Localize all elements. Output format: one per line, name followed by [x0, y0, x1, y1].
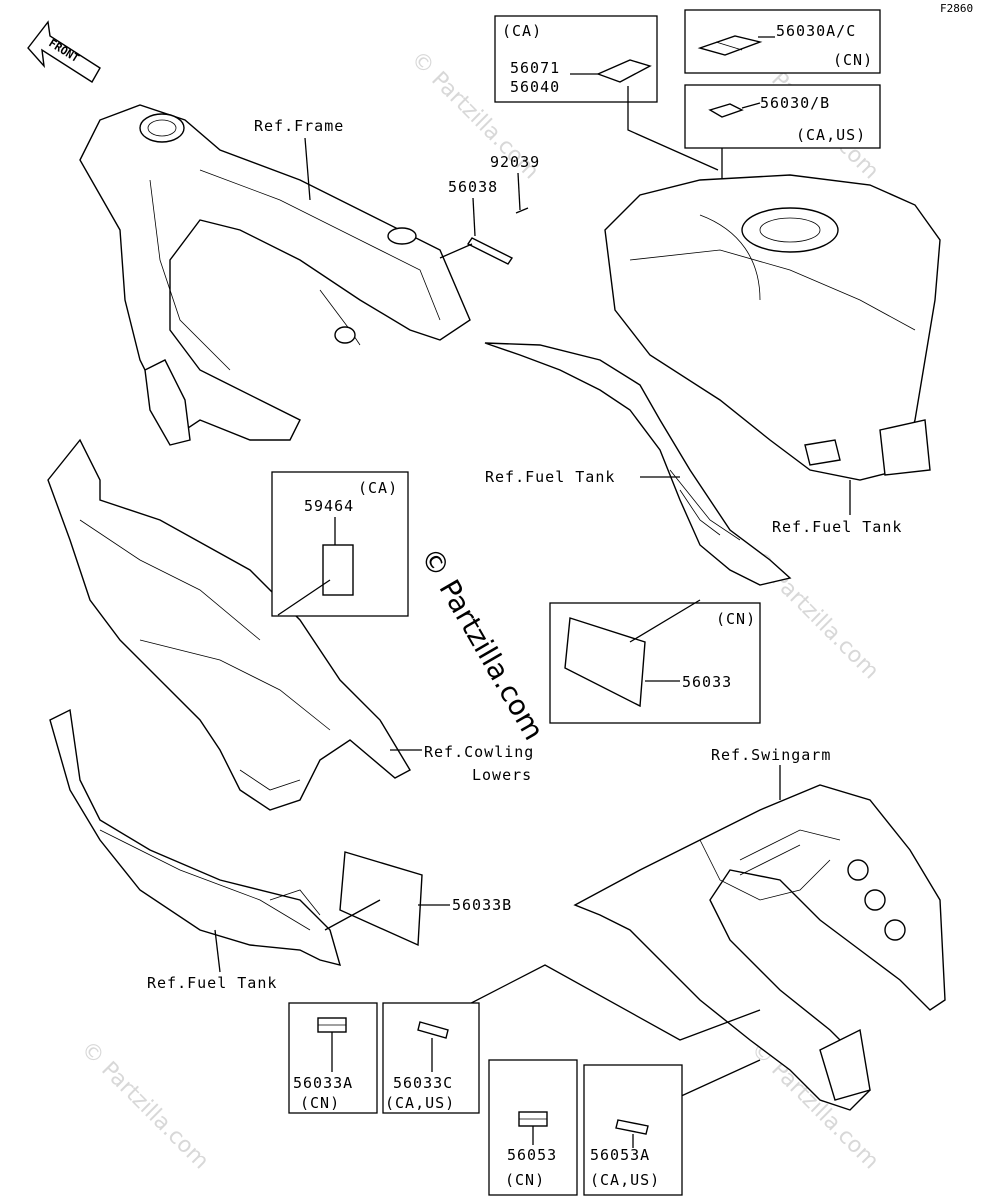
ref-fuel-tank-mid: Ref.Fuel Tank — [485, 468, 615, 486]
part-56033c-label: 56033C — [393, 1074, 453, 1092]
front-arrow-icon: FRONT — [27, 20, 101, 83]
part-59464-label: 59464 — [304, 497, 354, 515]
part-56033a-label: 56033A — [293, 1074, 353, 1092]
sticker-icon — [339, 851, 423, 947]
sticker-icon — [322, 544, 354, 596]
center-watermark: © Partzilla.com — [414, 542, 551, 746]
fuel-tank-drawing — [604, 174, 941, 481]
region-ca-59464: (CA) — [358, 479, 398, 497]
sticker-icon — [708, 103, 744, 118]
part-56053a-label: 56053A — [590, 1146, 650, 1164]
cowling-drawing — [47, 438, 411, 811]
part-56030ac-label: 56030A/C — [776, 22, 856, 40]
region-cn-56033: (CN) — [716, 610, 756, 628]
tank-side-cover-drawing — [484, 342, 792, 586]
label-box-ca-us-top: 56030/B (CA,US) — [684, 84, 881, 149]
label-box-56033a: 56033A (CN) — [288, 1002, 378, 1114]
part-92039-label: 92039 — [490, 153, 540, 171]
label-box-cn-56033: (CN) 56033 — [549, 602, 761, 724]
part-56033-label: 56033 — [682, 673, 732, 691]
swingarm-drawing — [573, 784, 946, 1111]
region-ca-us-56033c: (CA,US) — [385, 1094, 455, 1112]
part-56033b-label: 56033B — [452, 896, 512, 914]
sticker-icon — [596, 59, 652, 83]
part-56040-label: 56040 — [510, 78, 560, 96]
label-box-56033c: 56033C (CA,US) — [382, 1002, 480, 1114]
region-cn-56053: (CN) — [505, 1171, 545, 1189]
sticker-56033b — [339, 851, 423, 947]
region-ca-top: (CA) — [502, 22, 542, 40]
region-cn-top: (CN) — [833, 51, 873, 69]
ref-frame-label: Ref.Frame — [254, 117, 344, 135]
region-ca-us-top: (CA,US) — [796, 126, 866, 144]
sticker-icon — [697, 35, 763, 56]
ref-cowling-label-1: Ref.Cowling — [424, 743, 534, 761]
part-56053-label: 56053 — [507, 1146, 557, 1164]
part-56030b-label: 56030/B — [760, 94, 830, 112]
ref-cowling-label-2: Lowers — [472, 766, 532, 784]
rod-icon — [466, 207, 529, 265]
part-56071-label: 56071 — [510, 59, 560, 77]
label-box-ca-59464: (CA) 59464 — [271, 471, 409, 617]
ref-fuel-tank-right: Ref.Fuel Tank — [772, 518, 902, 536]
region-ca-us-56053a: (CA,US) — [590, 1171, 660, 1189]
frame-drawing — [79, 104, 471, 446]
ref-swingarm-label: Ref.Swingarm — [711, 746, 831, 764]
ref-fuel-tank-bottom: Ref.Fuel Tank — [147, 974, 277, 992]
region-cn-56033a: (CN) — [300, 1094, 340, 1112]
label-box-56053a: 56053A (CA,US) — [583, 1064, 683, 1196]
label-box-ca-top: (CA) 56071 56040 — [494, 15, 658, 103]
lower-cover-drawing — [49, 708, 342, 966]
watermark-5: © Partzilla.com — [76, 1037, 214, 1175]
figure-code: F2860 — [940, 2, 973, 15]
sticker-icon — [417, 1021, 449, 1039]
part-56038-label: 56038 — [448, 178, 498, 196]
label-box-cn-top: 56030A/C (CN) — [684, 9, 881, 74]
sticker-icon — [564, 617, 646, 708]
sticker-icon — [615, 1119, 649, 1135]
label-box-56053: 56053 (CN) — [488, 1059, 578, 1196]
